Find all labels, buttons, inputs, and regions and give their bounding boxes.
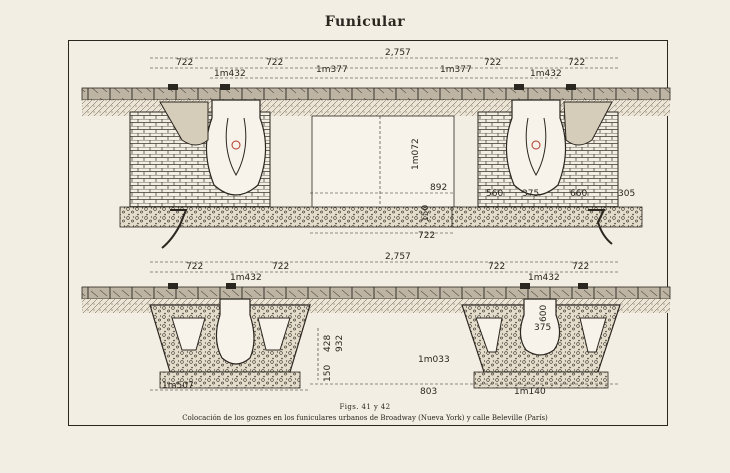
- page-title: Funicular: [324, 14, 406, 30]
- top-left-slot: [205, 99, 267, 196]
- bottom-right-slot: [519, 298, 561, 356]
- bottom-dim-center-base: 1m033: [418, 355, 450, 365]
- top-dim-center-width: 892: [430, 183, 447, 193]
- figure-caption: Colocación de los goznes en los funicula…: [182, 414, 548, 422]
- top-dim-detail-d: 305: [618, 189, 635, 199]
- top-dim-detail-c: 660: [570, 189, 587, 199]
- top-left-yoke: [159, 101, 209, 146]
- bottom-dim-left-a: 722: [186, 262, 203, 272]
- bottom-dim-slot-width: 375: [534, 323, 551, 333]
- top-dim-slot-depth: 150: [421, 205, 431, 222]
- bottom-dim-total-base: 803: [420, 387, 437, 397]
- top-dim-bottom: 722: [418, 231, 435, 241]
- bottom-dim-height-b: 932: [335, 335, 345, 352]
- top-dim-right-gauge: 1m432: [530, 69, 562, 79]
- top-dim-right-inner: 1m377: [440, 65, 472, 75]
- top-right-gravel: [451, 206, 643, 228]
- top-dim-left-gauge: 1m432: [214, 69, 246, 79]
- top-left-slot-inner: [225, 117, 247, 177]
- bottom-dimensions: 2,757 722 722 722 722 1m432 1m432 375 60…: [150, 252, 620, 397]
- top-dimensions: 2,757 722 722 722 722 1m432 1m432 1m377 …: [150, 48, 635, 241]
- bottom-dim-right-gauge: 1m432: [528, 273, 560, 283]
- top-dim-right-b: 722: [568, 58, 585, 68]
- bottom-dim-left-gauge: 1m432: [230, 273, 262, 283]
- bottom-left-cavity-b: [257, 317, 291, 351]
- top-right-slot-inner: [525, 117, 547, 177]
- bottom-left-base: [159, 371, 301, 389]
- top-dim-detail-a: 560: [486, 189, 503, 199]
- top-right-drain: [588, 209, 613, 245]
- bottom-right-cavity-b: [579, 317, 607, 353]
- bottom-dim-right-a: 722: [488, 262, 505, 272]
- top-dim-left-b: 722: [266, 58, 283, 68]
- top-dim-left-a: 722: [176, 58, 193, 68]
- bottom-dim-left-b: 722: [272, 262, 289, 272]
- top-section: [81, 84, 671, 249]
- bottom-dim-overall: 2,757: [385, 252, 411, 262]
- top-dim-right-a: 722: [484, 58, 501, 68]
- bottom-right-base: [473, 371, 609, 389]
- bottom-dim-base-150: 150: [323, 365, 333, 382]
- top-dim-left-inner: 1m377: [316, 65, 348, 75]
- engraving-plate: [68, 40, 668, 426]
- bottom-section: [81, 283, 671, 389]
- top-left-drain: [161, 209, 188, 249]
- bottom-dim-right-b: 722: [572, 262, 589, 272]
- top-right-slot: [505, 99, 567, 196]
- bottom-dim-slot-depth: 600: [539, 305, 549, 322]
- bottom-dim-height-a: 428: [323, 335, 333, 352]
- top-right-yoke: [563, 101, 613, 146]
- figure-number: Figs. 41 y 42: [339, 403, 391, 411]
- top-center-void: [311, 115, 455, 209]
- bottom-dim-left-base: 1m507: [162, 381, 194, 391]
- top-dim-detail-b: 375: [522, 189, 539, 199]
- bottom-dim-right-base: 1m140: [514, 387, 546, 397]
- bottom-right-cavity-a: [475, 317, 503, 353]
- top-dim-center-vertical: 1m072: [411, 138, 421, 170]
- top-dim-overall: 2,757: [385, 48, 411, 58]
- bottom-left-cavity-a: [171, 317, 206, 351]
- bottom-left-slot: [215, 298, 255, 365]
